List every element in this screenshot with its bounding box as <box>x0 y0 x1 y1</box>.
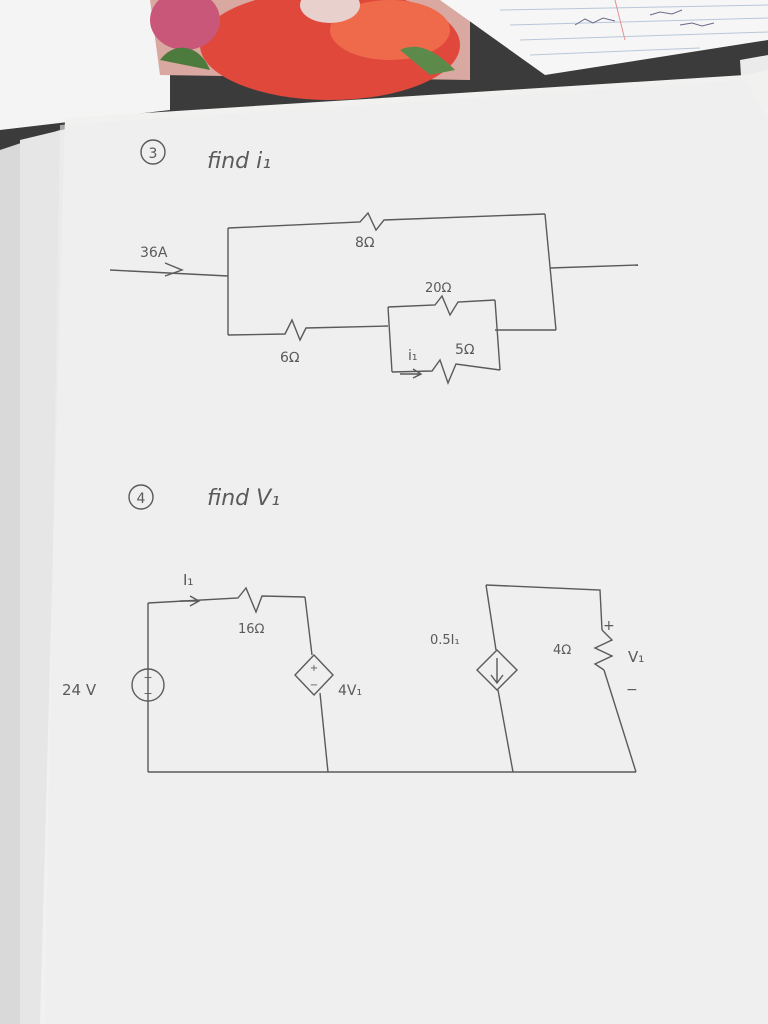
source-minus-sign: − <box>143 687 152 700</box>
problem-3-number-circle <box>140 139 166 165</box>
right-loop-left-wire-bottom <box>497 689 514 773</box>
problem-3 <box>109 139 639 385</box>
problem-3-number: 3 <box>149 146 158 162</box>
left-loop-wire-right-bottom <box>319 692 329 773</box>
dependent-current-source <box>476 649 518 691</box>
right-loop-right-wire <box>603 669 637 773</box>
resistor-8ohm <box>227 211 546 232</box>
right-loop-left-wire-top <box>485 584 497 651</box>
label-v1: V₁ <box>628 648 644 666</box>
current-arrow-icon-I1 <box>180 595 201 607</box>
source-current-label: 36A <box>140 245 168 261</box>
right-loop-top-wire <box>485 584 603 631</box>
inner-left-wire <box>387 306 393 373</box>
label-20ohm: 20Ω <box>425 281 452 296</box>
label-4ohm: 4Ω <box>553 643 571 658</box>
resistor-20ohm <box>387 294 496 317</box>
label-8ohm: 8Ω <box>355 235 375 251</box>
problem-3-prompt: find i₁ <box>207 149 271 174</box>
label-4v1: 4V₁ <box>338 683 362 699</box>
label-16ohm: 16Ω <box>238 622 265 637</box>
right-node-wire <box>544 213 557 331</box>
problem-4-number-circle <box>128 484 154 510</box>
label-0-5-I1: 0.5I₁ <box>430 633 460 648</box>
resistor-6ohm <box>227 318 389 342</box>
lined-notebook-paper <box>440 0 768 75</box>
voltage-source-24v <box>131 668 165 702</box>
output-wire <box>549 264 639 269</box>
resistor-5ohm <box>391 358 501 385</box>
main-paper-shade <box>45 80 768 1024</box>
input-wire <box>109 269 229 277</box>
background-sheet-top-left <box>0 0 170 130</box>
left-loop-wire-right-top <box>304 596 313 656</box>
label-5ohm: 5Ω <box>455 342 475 358</box>
label-24v: 24 V <box>62 681 97 699</box>
label-I1: I₁ <box>183 571 193 589</box>
v1-plus-sign: + <box>603 618 615 634</box>
dep-source-minus-sign: − <box>310 680 318 691</box>
current-arrow-icon <box>400 368 423 379</box>
resistor-4ohm <box>593 629 614 671</box>
v1-minus-sign: − <box>626 682 638 698</box>
problem-4-prompt: find V₁ <box>207 486 280 511</box>
dependent-voltage-source <box>294 653 334 697</box>
problem-4-number: 4 <box>137 491 146 507</box>
dep-source-plus-sign: + <box>310 663 318 674</box>
resistor-16ohm <box>147 586 306 614</box>
floral-picture <box>150 0 470 100</box>
label-6ohm: 6Ω <box>280 350 300 366</box>
source-plus-sign: + <box>143 671 152 684</box>
input-arrow-icon <box>164 262 184 277</box>
problem-4 <box>128 484 637 773</box>
down-arrow-icon <box>490 658 504 685</box>
inner-right-wire <box>494 299 501 371</box>
label-i1: i₁ <box>408 348 418 364</box>
